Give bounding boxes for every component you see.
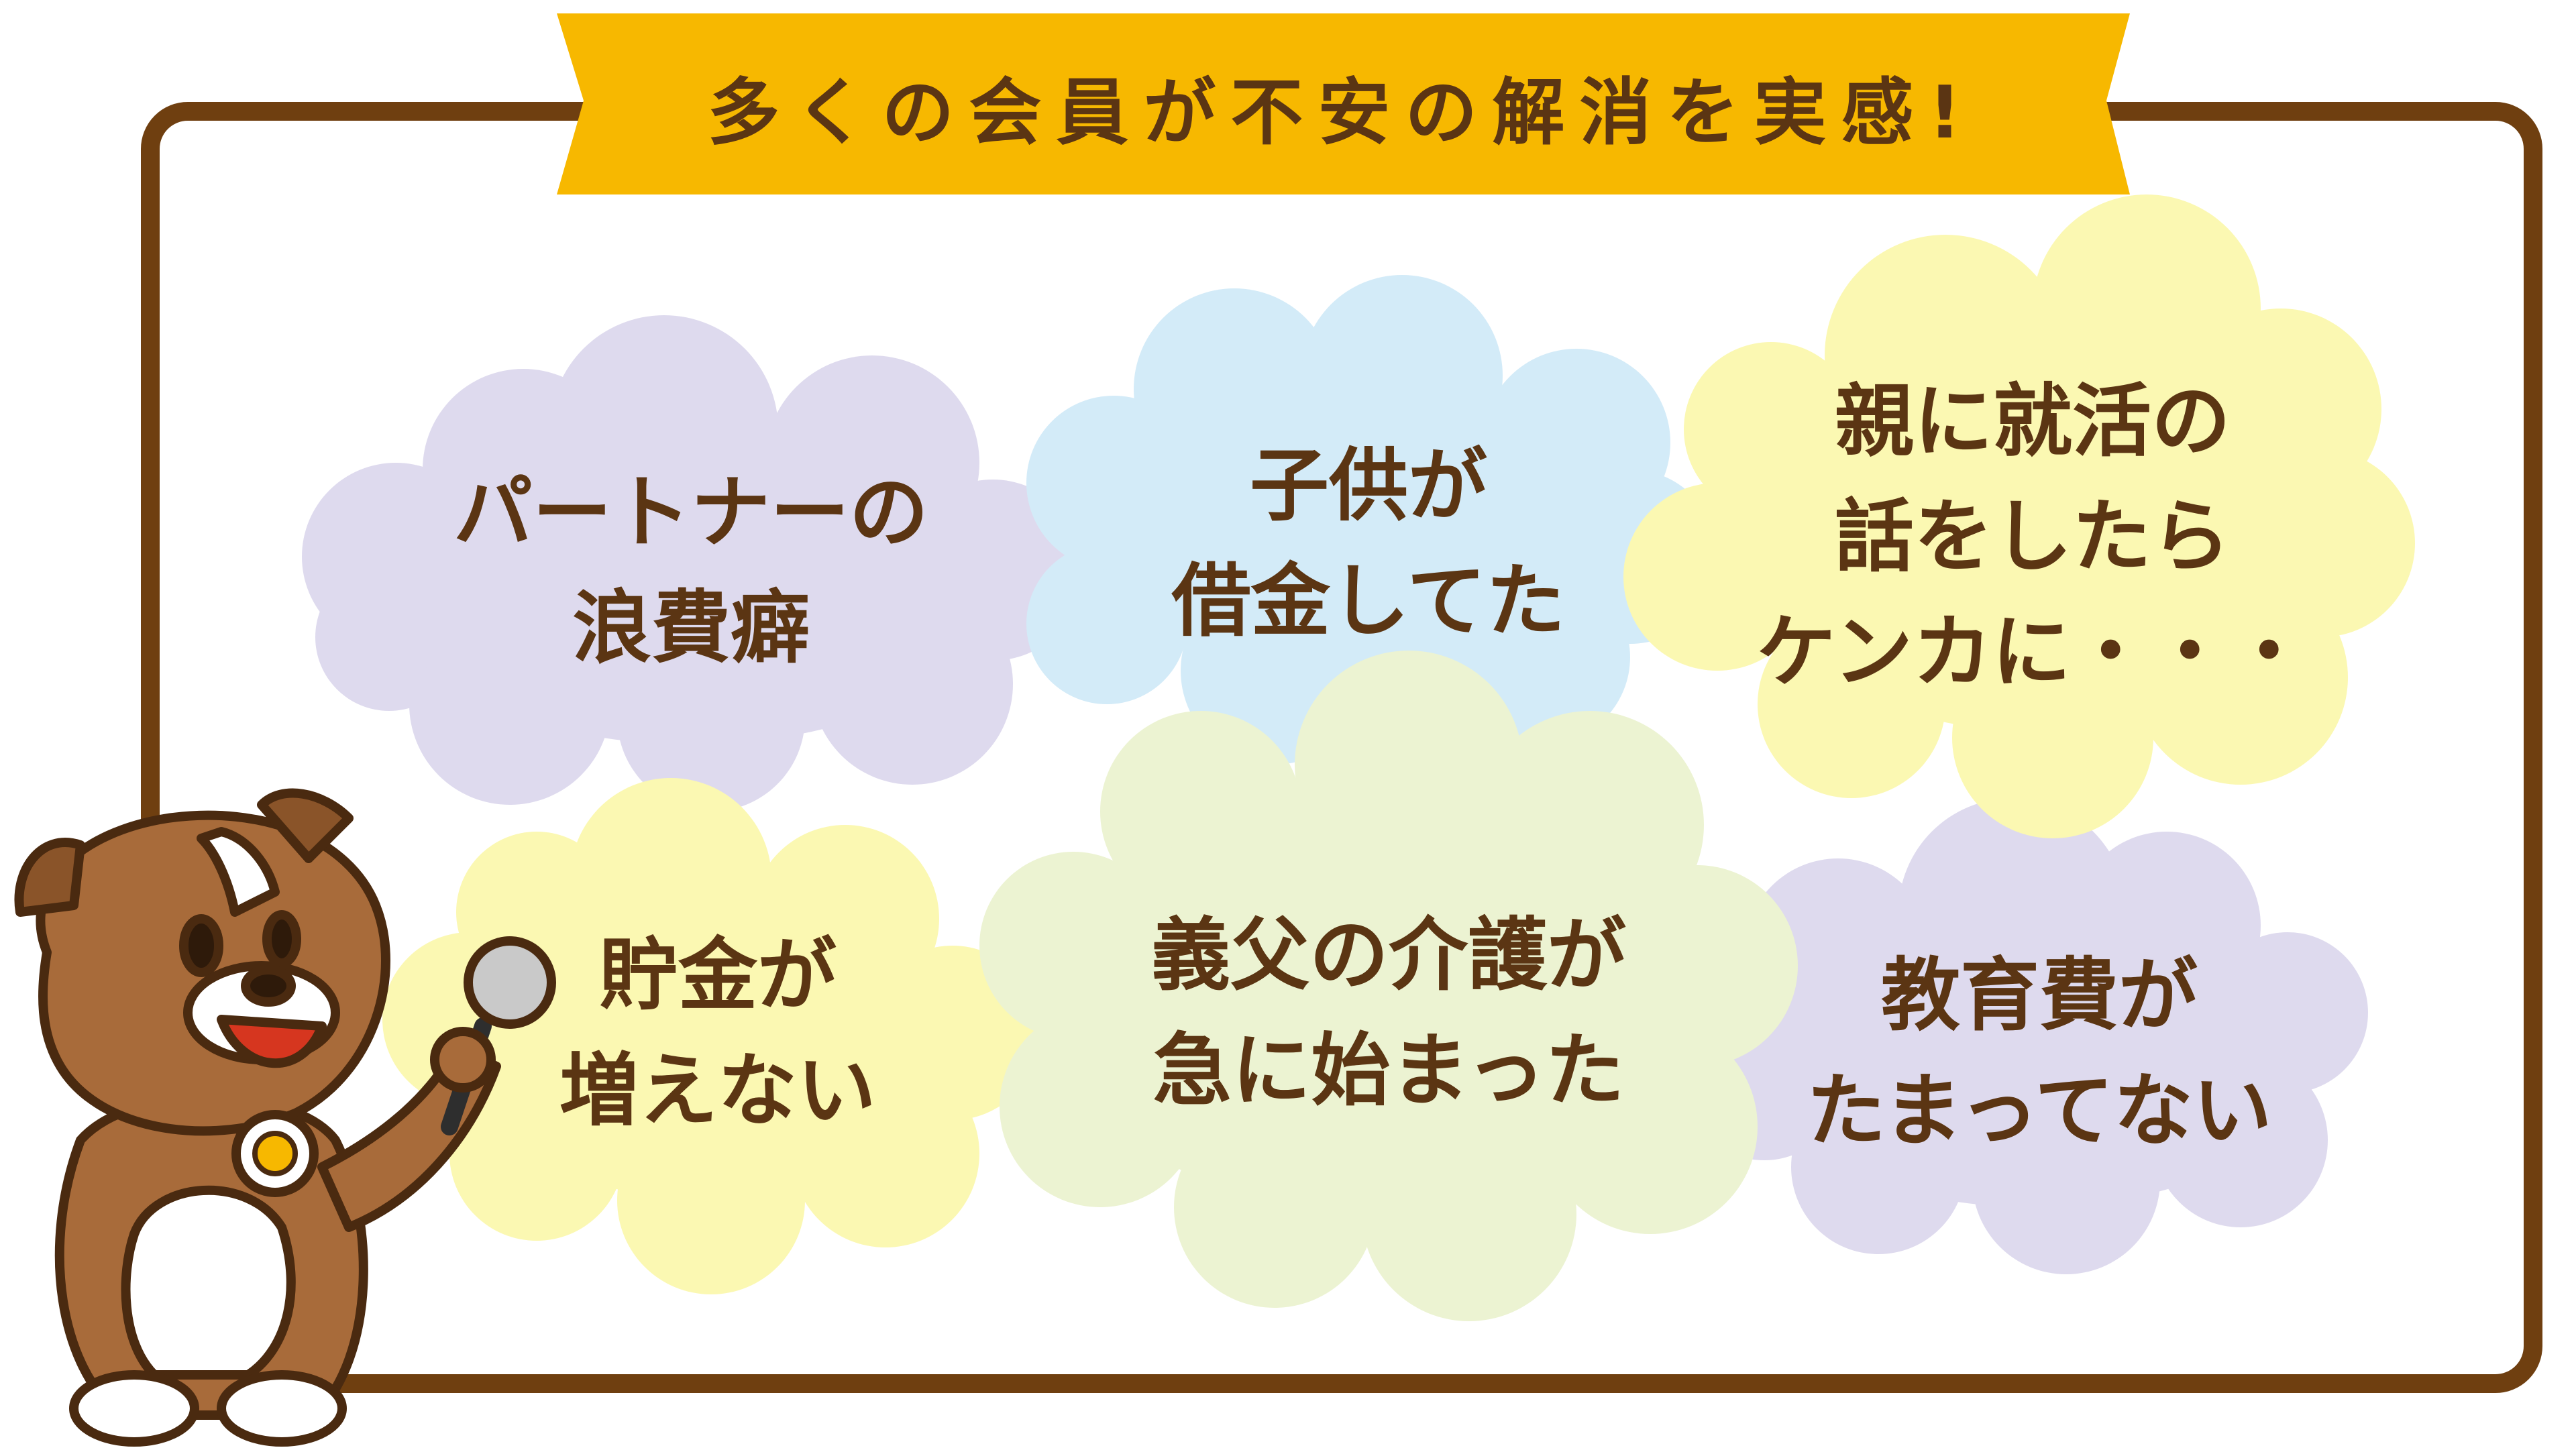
- cloud-line: 増えない: [559, 1044, 876, 1137]
- cloud-text-child: 子供が 借金してた: [1100, 376, 1637, 711]
- cloud-text-care: 義父の介護が 急に始まった: [1073, 845, 1704, 1180]
- cloud-text-education: 教育費が たまってない: [1758, 885, 2321, 1221]
- cloud-line: 急に始まった: [1152, 1024, 1625, 1117]
- dog-mascot-with-microphone-icon: [14, 788, 556, 1447]
- cloud-line: 親に就活の: [1834, 374, 2231, 467]
- cloud-line: 浪費癖: [572, 581, 810, 674]
- cloud-line: たまってない: [1807, 1064, 2272, 1157]
- cloud-line: ケンカに・・・: [1756, 606, 2309, 699]
- cloud-text-partner: パートナーの 浪費癖: [409, 402, 973, 738]
- cloud-care: [979, 651, 1798, 1321]
- cloud-partner: [302, 315, 1083, 812]
- banner-title: 多くの会員が不安の解消を実感!: [707, 71, 1976, 155]
- cloud-line: 教育費が: [1880, 948, 2198, 1042]
- cloud-line: 借金してた: [1171, 555, 1566, 647]
- cloud-line: 子供が: [1249, 439, 1487, 532]
- cloud-line: パートナーの: [453, 465, 928, 559]
- cloud-text-parents: 親に就活の 話をしたら ケンカに・・・: [1731, 349, 2334, 724]
- cloud-line: 話をしたら: [1834, 490, 2231, 583]
- cloud-line: 貯金が: [598, 928, 837, 1021]
- cloud-text-savings: 貯金が 増えない: [470, 865, 966, 1200]
- banner-ribbon: [557, 13, 2130, 194]
- cloud-child: [1026, 275, 1717, 765]
- cloud-parents: [1623, 194, 2415, 838]
- cloud-line: 義父の介護が: [1150, 908, 1626, 1001]
